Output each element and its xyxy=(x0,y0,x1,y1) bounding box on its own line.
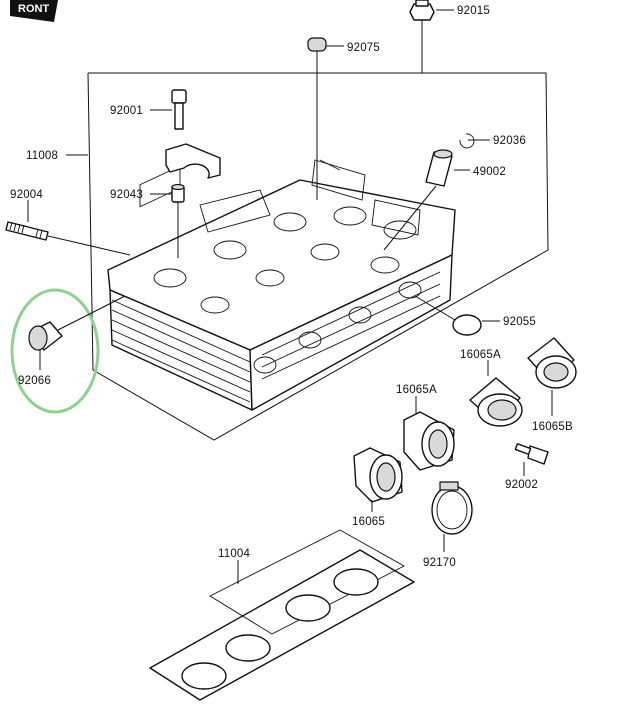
part-49002[interactable]: 49002 xyxy=(383,149,506,251)
part-92066[interactable]: 92066 xyxy=(10,288,126,414)
part-92055[interactable]: 92055 xyxy=(414,295,536,336)
part-92036[interactable]: 92036 xyxy=(459,133,526,149)
part-16065B[interactable]: 16065B xyxy=(527,337,577,433)
label-11008: 11008 xyxy=(26,150,58,162)
part-11004[interactable]: 11004 xyxy=(149,529,415,701)
part-92002[interactable]: 92002 xyxy=(505,443,549,491)
label-92055: 92055 xyxy=(503,316,536,328)
label-16065B: 16065B xyxy=(532,421,573,433)
part-cam-cap xyxy=(165,143,221,179)
label-92170: 92170 xyxy=(423,557,456,569)
part-16065A-upper[interactable]: 16065A xyxy=(460,349,523,427)
label-16065A-middle: 16065A xyxy=(396,384,437,396)
part-92001[interactable]: 92001 xyxy=(110,89,187,130)
part-92043[interactable]: 92043 xyxy=(110,183,185,259)
label-16065A-upper: 16065A xyxy=(460,349,501,361)
front-marker-text: RONT xyxy=(18,3,49,15)
highlight-circle xyxy=(10,288,100,414)
label-92015: 92015 xyxy=(457,5,490,17)
part-92170[interactable]: 92170 xyxy=(423,481,473,569)
label-92002: 92002 xyxy=(505,479,538,491)
label-92066: 92066 xyxy=(18,375,51,387)
part-16065[interactable]: 16065 xyxy=(352,447,403,528)
label-92001: 92001 xyxy=(110,105,143,117)
label-92036: 92036 xyxy=(493,135,526,147)
part-11008[interactable]: 11008 xyxy=(26,150,88,162)
part-92075[interactable]: 92075 xyxy=(307,37,380,200)
label-11004: 11004 xyxy=(218,548,251,560)
cylinder-head xyxy=(107,159,456,411)
label-92004: 92004 xyxy=(10,189,43,201)
label-92043: 92043 xyxy=(110,189,143,201)
part-16065A-middle[interactable]: 16065A xyxy=(396,384,455,471)
label-49002: 49002 xyxy=(473,166,506,178)
part-92004[interactable]: 92004 xyxy=(5,189,131,256)
front-marker: RONT xyxy=(10,0,58,22)
label-16065: 16065 xyxy=(352,516,385,528)
label-92075: 92075 xyxy=(347,42,380,54)
part-92015[interactable]: 92015 xyxy=(409,0,490,73)
